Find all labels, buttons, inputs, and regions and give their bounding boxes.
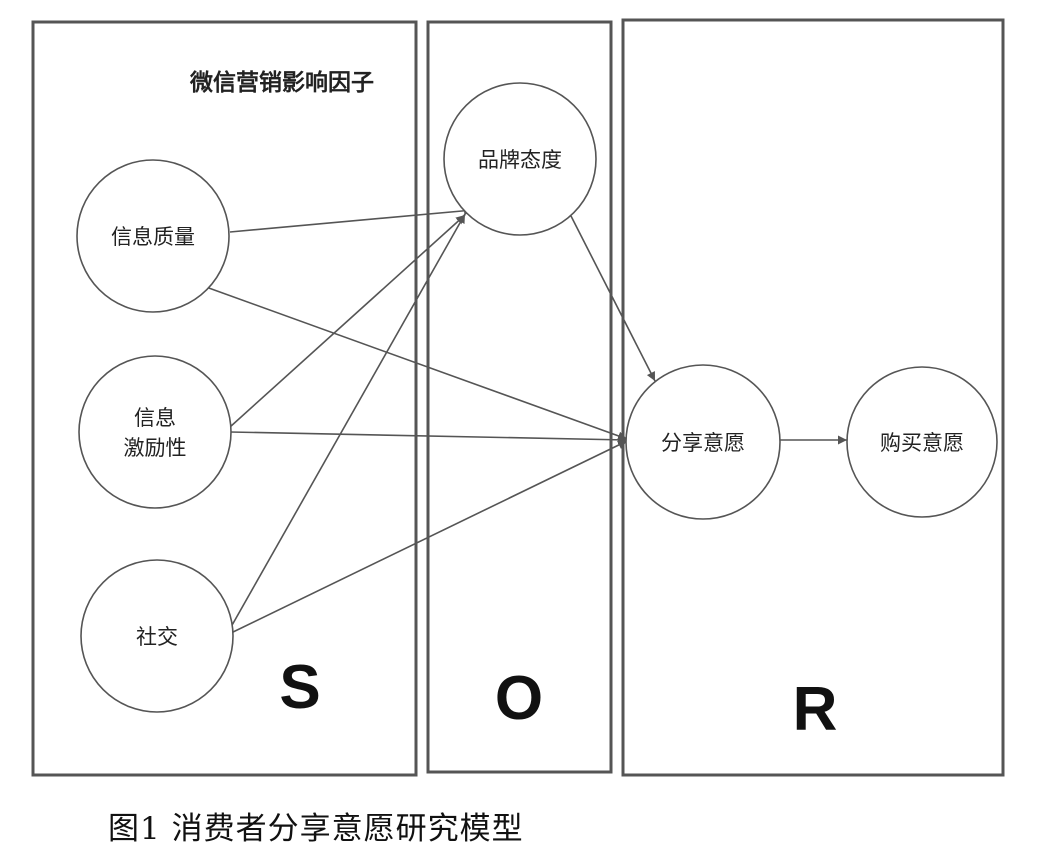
node-brand_attitude: 品牌态度 (443, 82, 597, 236)
node-label: 信息 (134, 406, 176, 430)
arrow-info_incentive-to-share_intention (229, 431, 628, 445)
node-circle (846, 366, 998, 518)
node-circle (78, 355, 232, 509)
node-info_quality: 信息质量 (76, 159, 230, 313)
node-label: 激励性 (124, 436, 187, 460)
node-circle (76, 159, 230, 313)
panel-letter-s: S (279, 653, 320, 722)
node-label: 社交 (136, 625, 178, 649)
node-label: 购买意愿 (880, 431, 964, 455)
node-label: 品牌态度 (478, 148, 562, 172)
node-circle (80, 559, 234, 713)
arrow-info_quality-to-share_intention (205, 286, 628, 441)
node-label: 信息质量 (111, 225, 195, 249)
node-purchase_intention: 购买意愿 (846, 366, 998, 518)
arrow-brand_attitude-to-share_intention (570, 215, 656, 382)
arrow-social-to-share_intention (230, 440, 628, 634)
figure-caption: 图1 消费者分享意愿研究模型 (108, 811, 524, 847)
arrow-info_incentive-to-brand_attitude (229, 214, 466, 428)
node-social: 社交 (80, 559, 234, 713)
group-title: 微信营销影响因子 (189, 69, 374, 96)
arrow-info_quality-to-brand_attitude (229, 206, 474, 233)
node-label: 分享意愿 (661, 431, 745, 455)
panel-letter-r: R (793, 675, 838, 744)
arrow-social-to-brand_attitude (230, 213, 466, 628)
panel-letter-o: O (495, 664, 543, 733)
node-circle (443, 82, 597, 236)
node-circle (625, 364, 781, 520)
node-share_intention: 分享意愿 (625, 364, 781, 520)
